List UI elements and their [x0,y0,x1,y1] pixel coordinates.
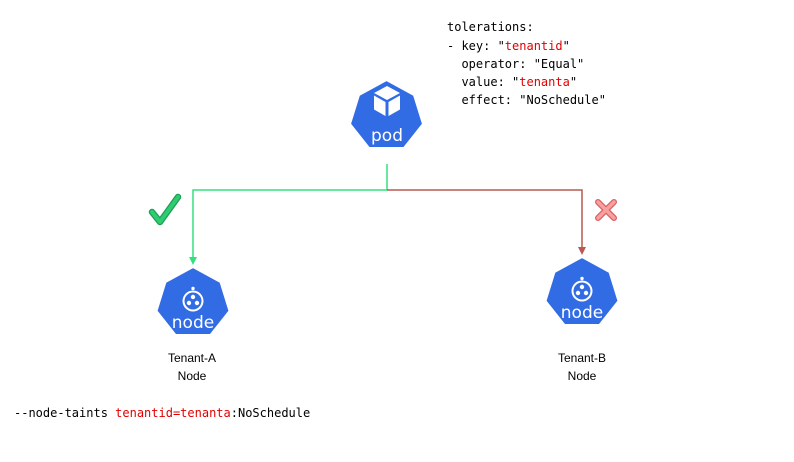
toleration-key-value: tenantid [505,39,563,53]
allowed-arrowhead [189,257,197,265]
cube-icon [374,86,400,116]
rejected-arrowhead [578,247,586,255]
allowed-connector [192,164,388,259]
tenant-a-caption-line1: Tenant-A [168,351,216,365]
tenant-a-caption-line2: Node [178,369,207,383]
cluster-icon [182,286,204,312]
tolerations-header: tolerations: [447,20,534,34]
tenant-b-caption-line1: Tenant-B [558,351,606,365]
cross-icon [595,199,617,221]
toleration-value-value: tenanta [519,75,570,89]
taint-command: --node-taints tenantid=tenanta:NoSchedul… [14,406,310,420]
rejected-connector [387,189,583,248]
pod-icon: pod [348,78,425,149]
node-tenant-b-label: node [561,303,603,323]
toleration-effect-line: effect: "NoSchedule" [447,93,606,107]
node-tenant-a-label: node [172,313,214,333]
toleration-operator-line: operator: "Equal" [447,57,584,71]
taint-command-highlight: tenantid=tenanta [115,406,231,420]
pod-label: pod [371,126,403,146]
tenant-b-caption-line2: Node [568,369,597,383]
tolerations-spec: tolerations: - key: "tenantid" operator:… [447,20,606,107]
check-icon [148,193,182,226]
toleration-key-line: - key: "tenantid" [447,39,570,53]
node-tenant-a: node [155,265,231,336]
node-tenant-b: node [544,255,620,326]
toleration-value-line: value: "tenanta" [447,75,577,89]
cluster-icon [571,276,593,302]
